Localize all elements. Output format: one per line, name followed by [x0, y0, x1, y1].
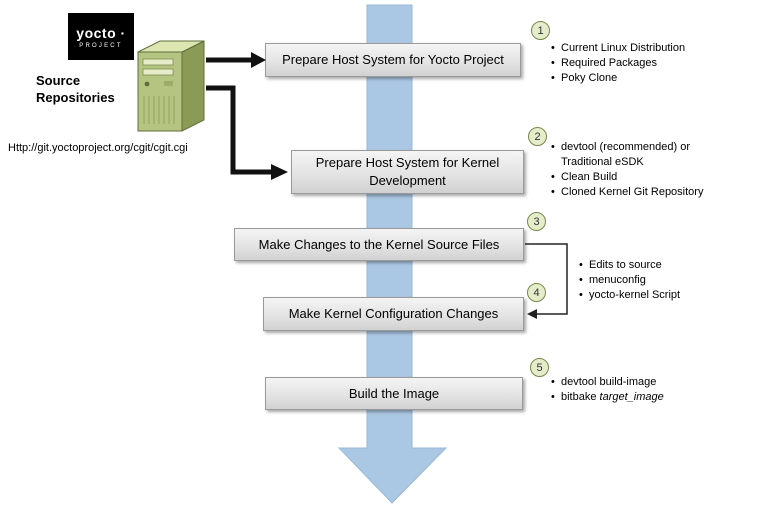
bullet-text: bitbake: [561, 391, 600, 403]
bullet-item: Clean Build: [551, 170, 713, 185]
bullet-item: Required Packages: [551, 56, 736, 71]
steps-3-4-bullet-list: Edits to source menuconfig yocto-kernel …: [579, 258, 739, 303]
server-icon: [137, 40, 205, 132]
bullet-text: yocto-kernel Script: [589, 289, 681, 301]
bullet-item: Current Linux Distribution: [551, 41, 736, 56]
bullet-text: Current Linux Distribution: [561, 42, 686, 54]
bullet-item: devtool build-image: [551, 375, 736, 390]
step-number-badge-5: 5: [530, 358, 549, 377]
bullet-text: devtool (recommended) or Traditional eSD…: [561, 141, 691, 168]
bullet-text: Clean Build: [561, 171, 618, 183]
source-repositories-url: Http://git.yoctoproject.org/cgit/cgit.cg…: [8, 142, 188, 154]
source-repositories-label: Source Repositories: [36, 73, 115, 105]
step-number-badge-4: 4: [527, 283, 546, 302]
step5-bullet-list: devtool build-image bitbake target_image: [551, 375, 736, 405]
bullet-item: devtool (recommended) or Traditional eSD…: [551, 140, 713, 170]
step-number-badge-3: 3: [527, 212, 546, 231]
yocto-logo-subtext: PROJECT: [79, 42, 123, 49]
bullet-text: Cloned Kernel Git Repository: [561, 186, 704, 198]
bullet-text: menuconfig: [589, 274, 646, 286]
step1-bullet-list: Current Linux Distribution Required Pack…: [551, 41, 736, 86]
step-number-badge-2: 2: [528, 127, 547, 146]
server-to-step2-arrow: [206, 85, 288, 180]
yocto-logo-text: yocto ·: [76, 24, 126, 41]
step-box-prepare-host-yocto: Prepare Host System for Yocto Project: [265, 43, 521, 77]
bullet-text: devtool build-image: [561, 376, 657, 388]
bullet-item: bitbake target_image: [551, 390, 736, 405]
bullet-text-mixed: bitbake target_image: [561, 390, 736, 405]
step-box-prepare-host-kernel: Prepare Host System for Kernel Developme…: [291, 150, 524, 194]
bullet-item: menuconfig: [579, 273, 739, 288]
step-box-make-config-changes: Make Kernel Configuration Changes: [263, 297, 524, 331]
bullet-item: Cloned Kernel Git Repository: [551, 185, 713, 200]
step-box-build-image: Build the Image: [265, 377, 523, 410]
bullet-text: Required Packages: [561, 57, 658, 69]
bullet-item: Poky Clone: [551, 71, 736, 86]
yocto-logo: yocto · PROJECT: [68, 13, 134, 60]
bullet-text: Poky Clone: [561, 72, 618, 84]
steps-3-4-connector: [525, 243, 568, 319]
step-number-badge-1: 1: [531, 21, 550, 40]
bullet-item: Edits to source: [579, 258, 739, 273]
step-box-make-source-changes: Make Changes to the Kernel Source Files: [234, 228, 524, 261]
bullet-item: yocto-kernel Script: [579, 288, 739, 303]
server-to-step1-arrow: [206, 52, 266, 68]
step2-bullet-list: devtool (recommended) or Traditional eSD…: [551, 140, 713, 200]
bullet-text-italic: target_image: [599, 391, 664, 403]
bullet-text: Edits to source: [589, 259, 662, 271]
